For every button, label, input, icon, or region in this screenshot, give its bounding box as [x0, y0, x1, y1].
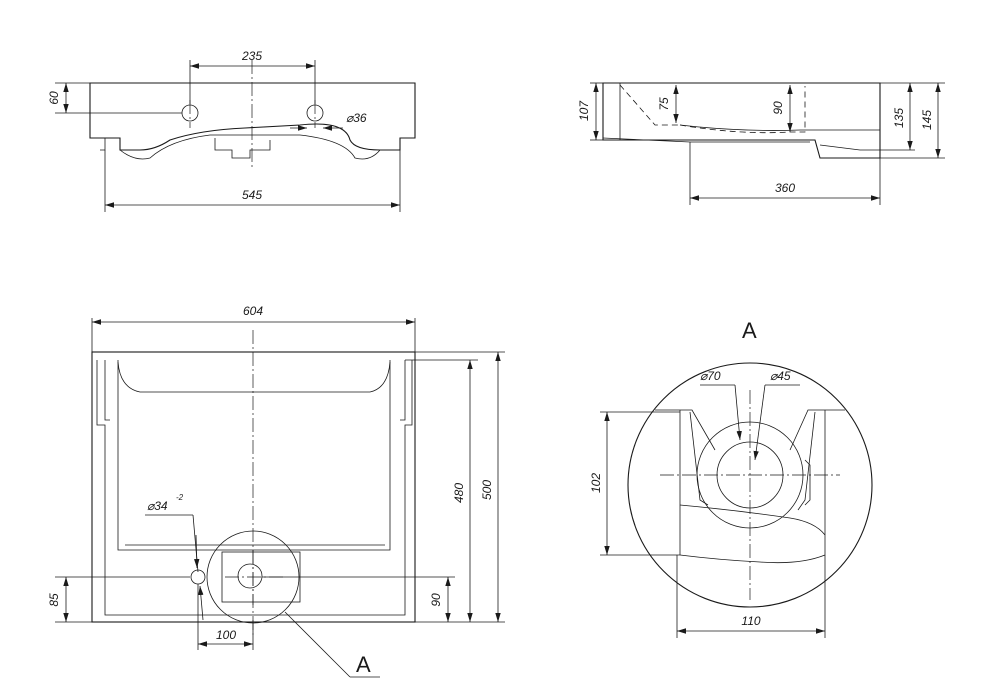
dim-45-label: ⌀45: [770, 369, 791, 383]
detail-a-view: A ⌀70 ⌀45 102 110: [589, 318, 873, 638]
dim-100-label: 100: [216, 628, 236, 642]
dim-604-label: 604: [243, 304, 263, 318]
dim-60-label: 60: [47, 91, 61, 105]
plan-view: 604 480 500 ⌀34 -2 85 90 100 A: [47, 304, 505, 678]
dim-85-label: 85: [47, 593, 61, 607]
front-view: 235 60 ⌀36 545: [47, 49, 416, 212]
dim-235-label: 235: [241, 49, 262, 63]
dim-110-label: 110: [741, 614, 760, 628]
dim-480-label: 480: [452, 483, 466, 503]
dim-145-label: 145: [920, 110, 934, 130]
dim-107-label: 107: [577, 100, 591, 121]
detail-a-title: A: [742, 318, 757, 343]
dim-500-label: 500: [480, 480, 494, 500]
side-view: 107 75 90 135 145 360: [577, 82, 945, 205]
callout-a-label: A: [356, 652, 371, 677]
dim-75-label: 75: [657, 97, 671, 111]
dim-90-plan-label: 90: [429, 593, 443, 607]
dim-34-label: ⌀34: [147, 499, 168, 513]
dim-70-label: ⌀70: [700, 369, 721, 383]
dim-102-label: 102: [589, 473, 603, 493]
dim-135-label: 135: [892, 108, 906, 128]
dim-90-side-label: 90: [771, 101, 785, 115]
dim-545-label: 545: [242, 188, 262, 202]
dim-34-tolerance: -2: [176, 493, 184, 502]
dim-360-label: 360: [775, 181, 795, 195]
dim-36-label: ⌀36: [346, 111, 367, 125]
